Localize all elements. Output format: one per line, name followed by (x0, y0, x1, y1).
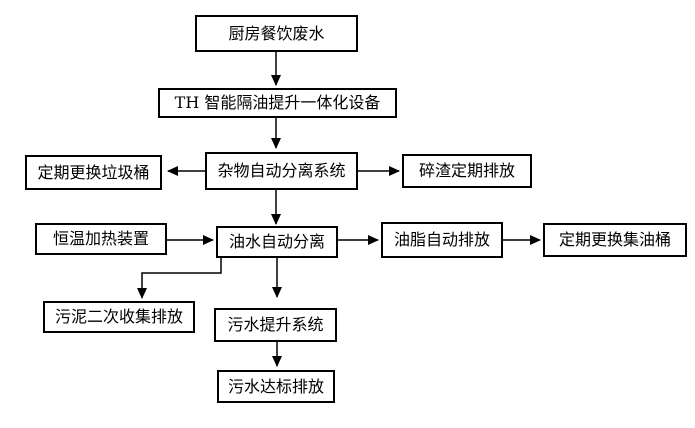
node-th-integrated-device: TH 智能隔油提升一体化设备 (158, 88, 397, 118)
node-replace-trash-bin: 定期更换垃圾桶 (25, 155, 162, 190)
node-constant-temp-heating: 恒温加热装置 (35, 223, 167, 255)
node-replace-oil-collection-barrel: 定期更换集油桶 (543, 223, 687, 257)
node-oil-water-auto-separation: 油水自动分离 (216, 226, 338, 258)
arrow-oilwater-to-sludge-elbow (137, 258, 222, 299)
node-sewage-standard-discharge: 污水达标排放 (217, 370, 335, 403)
node-sludge-secondary-collection: 污泥二次收集排放 (43, 301, 195, 333)
node-sewage-lifting-system: 污水提升系统 (214, 308, 337, 342)
node-debris-auto-separation: 杂物自动分离系统 (205, 152, 358, 190)
node-kitchen-wastewater: 厨房餐饮废水 (195, 15, 358, 52)
node-grease-auto-discharge: 油脂自动排放 (381, 222, 503, 258)
node-slag-periodic-discharge: 碎渣定期排放 (402, 154, 532, 188)
